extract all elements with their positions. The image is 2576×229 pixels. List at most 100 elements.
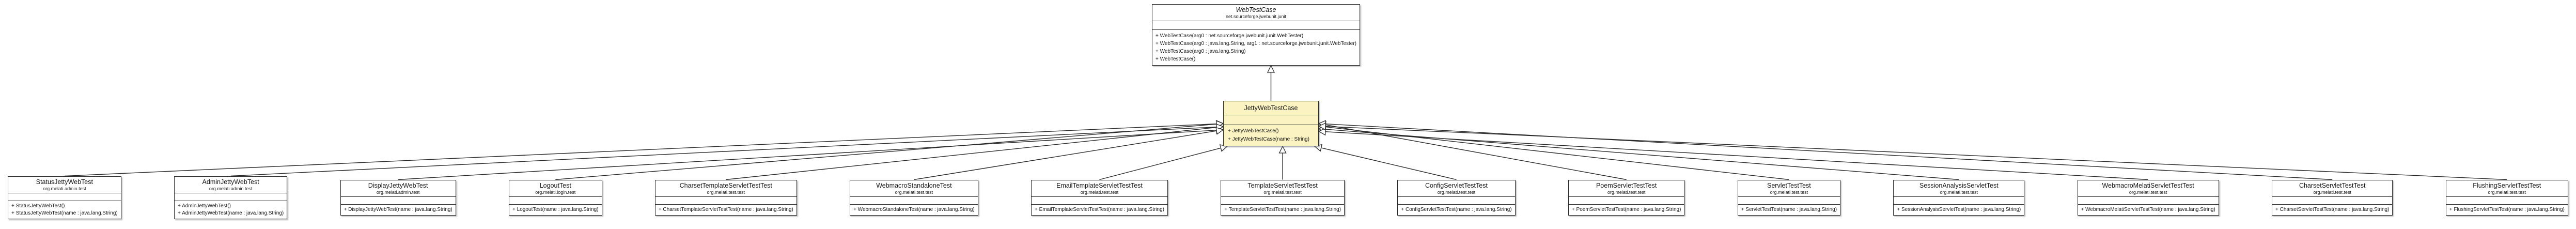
class-name: CharsetServletTestTest [2299,181,2366,189]
method-signature: + JettyWebTestCase() [1228,128,1279,134]
class-package: org.melati.admin.test [209,186,253,191]
class-name: CharsetTemplateServletTestTest [679,181,772,189]
class-name: EmailTemplateServletTestTest [1056,181,1143,189]
class-package: org.melati.test.test [1437,189,1476,195]
method-signature: + StatusJettyWebTest() [11,203,65,209]
method-signature: + FlushingServletTestTest(name : java.la… [2449,206,2565,212]
class-package: org.melati.test.test [1080,189,1119,195]
methods-compartment: + WebmacroMelatiServletTestTest(name : j… [2078,205,2219,215]
method-signature: + DisplayJettyWebTest(name : java.lang.S… [344,206,452,212]
method-signature: + JettyWebTestCase(name : String) [1228,136,1309,142]
class-name: LogoutTest [539,181,571,189]
class-package: org.melati.test.test [2313,189,2351,195]
methods-compartment: + AdminJettyWebTest()+ AdminJettyWebTest… [175,201,287,219]
class-package: org.melati.test.test [2129,189,2167,195]
class-package: org.melati.test.test [1263,189,1302,195]
fields-compartment [1032,197,1167,205]
methods-compartment: + TemplateServletTestTest(name : java.la… [1221,205,1344,215]
method-signature: + WebmacroMelatiServletTestTest(name : j… [2081,206,2215,212]
method-signature: + SessionAnalysisServletTest(name : java… [1897,206,2021,212]
class-name: WebmacroStandaloneTest [876,181,952,189]
class-title: JettyWebTestCase [1224,101,1318,115]
class-package: org.melati.test.test [1770,189,1808,195]
methods-compartment: + ConfigServletTestTest(name : java.lang… [1398,205,1515,215]
class-name: AdminJettyWebTest [202,178,259,186]
class-box-webtestcase[interactable]: WebTestCase net.sourceforge.jwebunit.jun… [1152,4,1360,66]
methods-compartment: + CharsetServletTestTest(name : java.lan… [2272,205,2392,215]
methods-compartment: + CharsetTemplateServletTestTest(name : … [655,205,797,215]
fields-compartment [175,193,287,201]
method-signature: + PoemServletTestTest(name : java.lang.S… [1571,206,1681,212]
methods-compartment: + LogoutTest(name : java.lang.String) [509,205,601,215]
method-signature: + WebTestCase(arg0 : java.lang.String) [1156,49,1246,54]
class-package: org.melati.test.test [707,189,745,195]
method-signature: + CharsetTemplateServletTestTest(name : … [658,206,793,212]
class-name: DisplayJettyWebTest [368,181,428,189]
methods-compartment: + ServletTestTest(name : java.lang.Strin… [1738,205,1840,215]
fields-compartment [8,193,121,201]
class-name: JettyWebTestCase [1244,104,1298,112]
class-box-jettywebtestcase[interactable]: JettyWebTestCase + JettyWebTestCase()+ J… [1223,101,1319,146]
fields-compartment [1224,115,1318,125]
fields-compartment [1894,197,2024,205]
fields-compartment [1738,197,1840,205]
method-signature: + WebTestCase() [1156,56,1196,62]
method-signature: + CharsetServletTestTest(name : java.lan… [2275,206,2390,212]
methods-compartment: + FlushingServletTestTest(name : java.la… [2446,205,2568,215]
fields-compartment [2446,197,2568,205]
fields-compartment [2272,197,2393,205]
method-signature: + WebTestCase(arg0 : net.sourceforge.jwe… [1156,33,1304,39]
class-package: org.melati.admin.test [43,186,86,191]
class-package: org.melati.test.test [2488,189,2526,195]
methods-compartment: + EmailTemplateServletTestTest(name : ja… [1032,205,1167,215]
fields-compartment [509,197,602,205]
class-name: PoemServletTestTest [1596,181,1657,189]
class-name: ConfigServletTestTest [1425,181,1488,189]
fields-compartment [1221,197,1345,205]
class-name: SessionAnalysisServletTest [1919,181,1999,189]
fields-compartment [340,197,456,205]
class-package: org.melati.test.test [1607,189,1646,195]
method-signature: + StatusJettyWebTest(name : java.lang.St… [11,210,118,216]
class-package: org.melati.test.test [1940,189,1978,195]
fields-compartment [1398,197,1515,205]
class-package: org.melati.test.test [895,189,933,195]
method-signature: + ConfigServletTestTest(name : java.lang… [1401,206,1512,212]
fields-compartment [1152,21,1360,30]
method-signature: + LogoutTest(name : java.lang.String) [512,206,599,212]
methods-compartment: + JettyWebTestCase() + JettyWebTestCase(n… [1224,125,1318,146]
class-title: WebTestCase net.sourceforge.jwebunit.jun… [1152,5,1360,21]
method-signature: + TemplateServletTestTest(name : java.la… [1224,206,1341,212]
class-package: org.melati.login.test [535,189,576,195]
class-name: FlushingServletTestTest [2473,181,2541,189]
class-package: net.sourceforge.jwebunit.junit [1225,14,1287,19]
